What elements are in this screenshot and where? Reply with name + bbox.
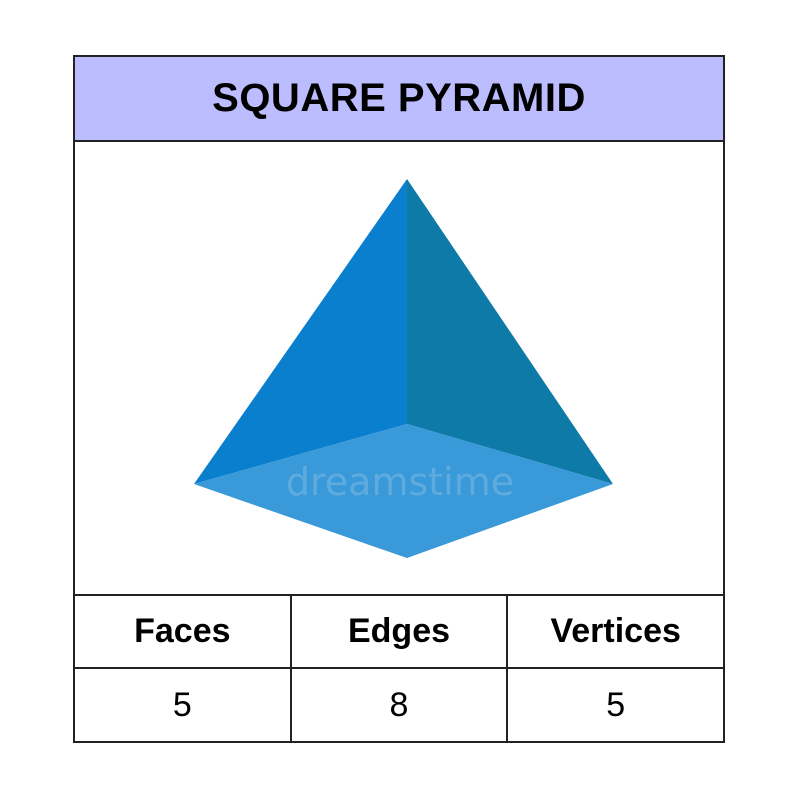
watermark: dreamstime	[285, 460, 515, 504]
pyramid-left-face	[194, 179, 407, 484]
pyramid-right-face	[407, 179, 613, 484]
header-faces: Faces	[75, 596, 292, 667]
header-vertices: Vertices	[550, 612, 681, 650]
page-title: SQUARE PYRAMID	[212, 76, 586, 120]
header-edges: Edges	[292, 596, 509, 667]
value-faces: 5	[75, 669, 292, 741]
shape-card: SQUARE PYRAMID dreamstime Faces Edges Ve…	[73, 55, 725, 743]
table-values-row: 5 8 5	[75, 669, 723, 741]
pyramid-illustration: dreamstime	[75, 142, 723, 594]
table-header-row: Faces Edges Vertices	[75, 596, 723, 669]
value-edges: 8	[292, 669, 509, 741]
pyramid-base-face	[194, 424, 613, 558]
properties-table: Faces Edges Vertices 5 8 5	[75, 594, 723, 741]
pyramid-svg	[194, 179, 613, 558]
title-bar: SQUARE PYRAMID	[75, 57, 723, 142]
value-vertices: 5	[606, 685, 626, 724]
